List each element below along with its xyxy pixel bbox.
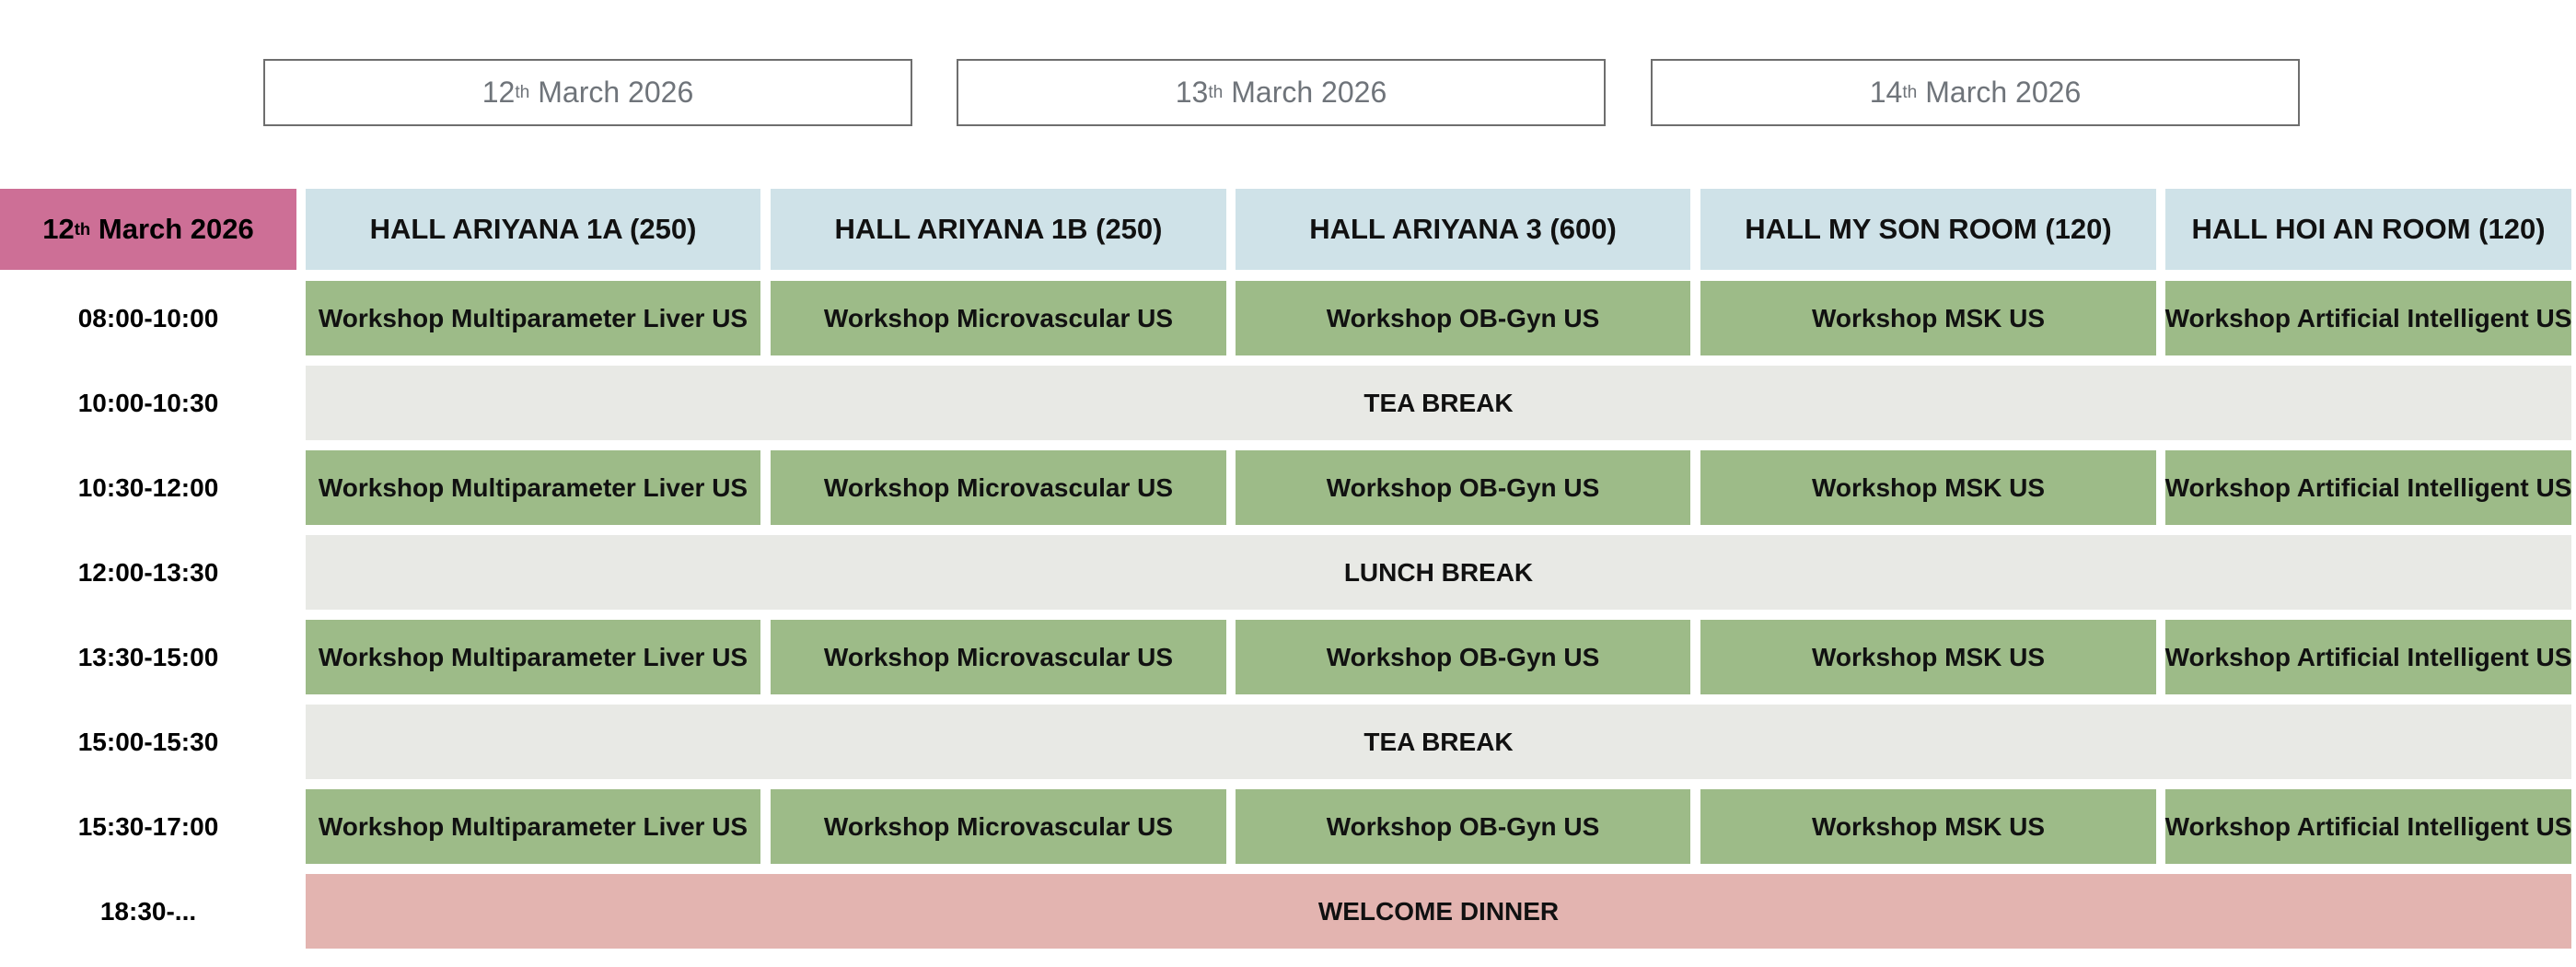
workshop-session: Workshop Microvascular US <box>771 789 1226 864</box>
time-slot: 18:30-... <box>99 896 197 926</box>
date-month-year: March 2026 <box>90 213 254 245</box>
date-month-year: March 2026 <box>1917 76 2082 109</box>
break-block: TEA BREAK <box>306 366 2571 440</box>
workshop-session: Workshop Multiparameter Liver US <box>306 620 760 694</box>
workshop-session: Workshop OB-Gyn US <box>1236 620 1690 694</box>
workshop-session: Workshop Artificial Intelligent US <box>2165 450 2571 525</box>
workshop-session: Workshop Artificial Intelligent US <box>2165 281 2571 355</box>
time-slot: 13:30-15:00 <box>77 642 219 671</box>
schedule-row: 13:30-15:00 Workshop Multiparameter Liver… <box>0 620 2576 694</box>
dinner-block: WELCOME DINNER <box>306 874 2571 949</box>
workshop-session: Workshop OB-Gyn US <box>1236 281 1690 355</box>
workshop-session: Workshop MSK US <box>1700 789 2156 864</box>
workshop-session: Workshop Multiparameter Liver US <box>306 789 760 864</box>
time-slot: 08:00-10:00 <box>77 303 219 332</box>
workshop-session: Workshop OB-Gyn US <box>1236 450 1690 525</box>
time-slot: 15:30-17:00 <box>77 811 219 841</box>
workshop-session: Workshop OB-Gyn US <box>1236 789 1690 864</box>
date-month-year: March 2026 <box>529 76 694 109</box>
schedule-row: 12:00-13:30 LUNCH BREAK <box>0 535 2576 610</box>
workshop-session: Workshop MSK US <box>1700 281 2156 355</box>
time-slot: 10:30-12:00 <box>77 472 219 502</box>
workshop-session: Workshop Multiparameter Liver US <box>306 450 760 525</box>
workshop-session: Workshop Microvascular US <box>771 450 1226 525</box>
date-day: 12 <box>482 76 516 109</box>
schedule-row: 08:00-10:00 Workshop Multiparameter Liver… <box>0 281 2576 355</box>
workshop-session: Workshop Artificial Intelligent US <box>2165 620 2571 694</box>
hall-header: HALL ARIYANA 3 (600) <box>1236 189 1690 270</box>
time-slot: 15:00-15:30 <box>77 727 219 756</box>
workshop-session: Workshop Microvascular US <box>771 620 1226 694</box>
workshop-session: Workshop Artificial Intelligent US <box>2165 789 2571 864</box>
workshop-session: Workshop MSK US <box>1700 450 2156 525</box>
time-slot: 10:00-10:30 <box>77 388 219 417</box>
break-block: LUNCH BREAK <box>306 535 2571 610</box>
date-day: 12 <box>42 213 75 245</box>
date-day: 14 <box>1869 76 1903 109</box>
hall-header: HALL MY SON ROOM (120) <box>1700 189 2156 270</box>
schedule-row: 15:00-15:30 TEA BREAK <box>0 705 2576 779</box>
hall-header: HALL ARIYANA 1B (250) <box>771 189 1226 270</box>
workshop-session: Workshop MSK US <box>1700 620 2156 694</box>
time-slot: 12:00-13:30 <box>77 557 219 587</box>
workshop-session: Workshop Multiparameter Liver US <box>306 281 760 355</box>
break-block: TEA BREAK <box>306 705 2571 779</box>
schedule-row: 18:30-... WELCOME DINNER <box>0 874 2576 949</box>
hall-header: HALL HOI AN ROOM (120) <box>2165 189 2571 270</box>
date-day: 13 <box>1175 76 1209 109</box>
schedule-row: 10:30-12:00 Workshop Multiparameter Liver… <box>0 450 2576 525</box>
hall-header: HALL ARIYANA 1A (250) <box>306 189 760 270</box>
schedule-row: 15:30-17:00 Workshop Multiparameter Liver… <box>0 789 2576 864</box>
date-month-year: March 2026 <box>1223 76 1387 109</box>
workshop-session: Workshop Microvascular US <box>771 281 1226 355</box>
schedule-row: 10:00-10:30 TEA BREAK <box>0 366 2576 440</box>
